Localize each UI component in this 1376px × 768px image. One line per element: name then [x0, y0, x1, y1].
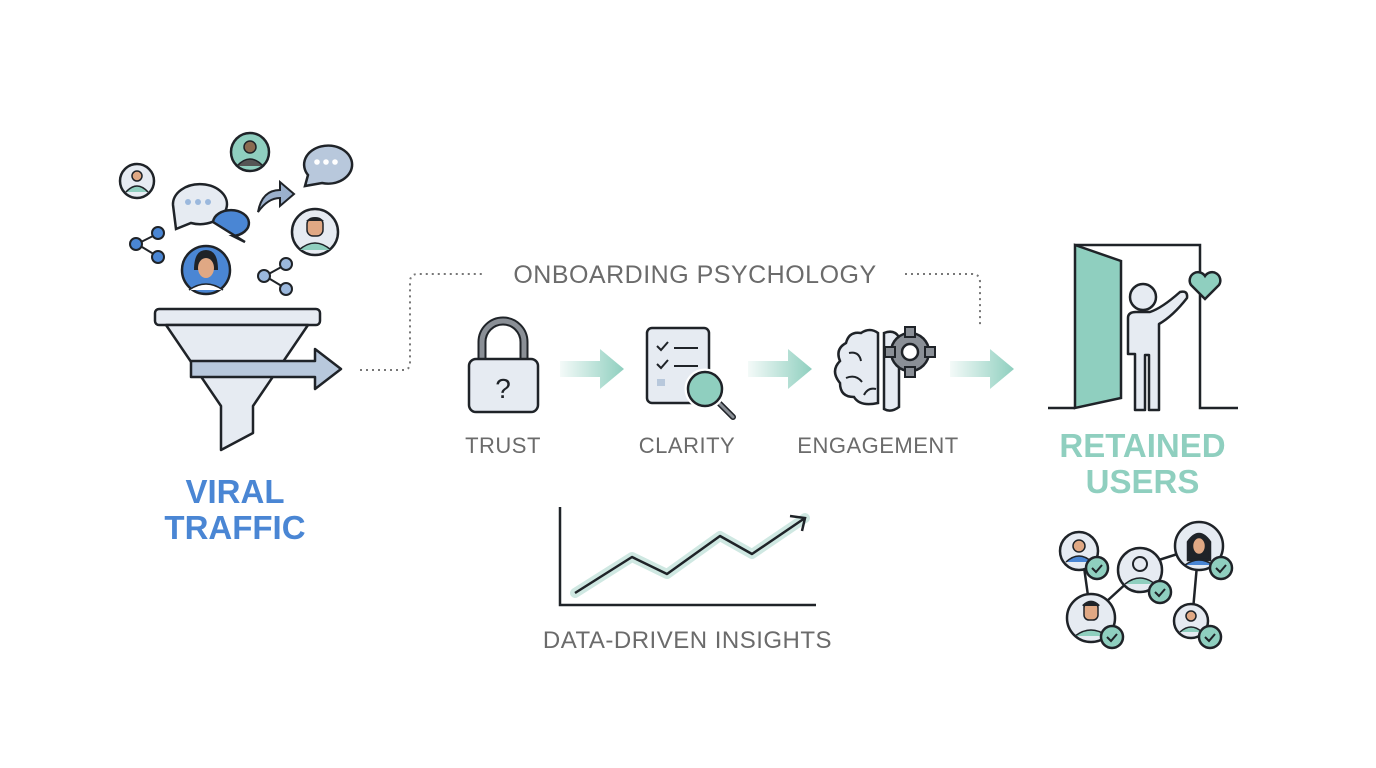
user-network	[1058, 520, 1234, 650]
avatar-icon	[1173, 520, 1234, 581]
chat-bubble-icon	[302, 144, 354, 188]
insights-chart	[558, 507, 816, 607]
trend-line	[574, 516, 806, 595]
share-icon	[129, 226, 165, 264]
insights-label: DATA-DRIVEN INSIGHTS	[542, 627, 833, 654]
arrow-icon	[950, 349, 1014, 389]
viral-traffic-title: VIRAL TRAFFIC	[130, 474, 340, 546]
step-label-trust: TRUST	[465, 433, 541, 458]
funnel-icon	[153, 307, 343, 452]
brain-gear-icon	[833, 326, 936, 412]
retained-users-line2: USERS	[1085, 463, 1200, 500]
avatar-icon	[1172, 602, 1223, 650]
svg-text:?: ?	[495, 373, 511, 404]
onboarding-psychology-header: ONBOARDING PSYCHOLOGY	[513, 261, 877, 289]
retained-users-title: RETAINED USERS	[1040, 428, 1245, 500]
flow-connector	[360, 273, 485, 371]
arrow-icon	[560, 349, 624, 389]
avatar-icon	[1065, 592, 1125, 650]
avatar-icon	[180, 244, 232, 296]
avatar-icon	[1116, 546, 1173, 605]
retained-users-line1: RETAINED	[1059, 427, 1226, 464]
trend-arrowhead	[789, 514, 807, 532]
door-person-icon	[1048, 243, 1238, 412]
avatar-icon	[118, 162, 156, 200]
flow-connector	[905, 273, 981, 325]
avatar-icon	[1058, 530, 1110, 581]
viral-traffic-line2: TRAFFIC	[164, 509, 306, 546]
share-arrow-icon	[257, 179, 296, 213]
step-label-clarity: CLARITY	[638, 433, 736, 458]
trend-line-glow	[570, 513, 810, 598]
lock-question-icon: ?	[467, 316, 540, 414]
share-icon	[257, 257, 293, 296]
step-label-engagement: ENGAGEMENT	[797, 433, 959, 458]
avatar-icon	[290, 207, 340, 257]
viral-traffic-line1: VIRAL	[185, 473, 285, 510]
checklist-magnifier-icon	[645, 326, 736, 420]
avatar-icon	[229, 131, 271, 173]
arrow-icon	[748, 349, 812, 389]
chat-bubble-icon	[211, 208, 251, 244]
heart-icon	[1188, 271, 1222, 301]
